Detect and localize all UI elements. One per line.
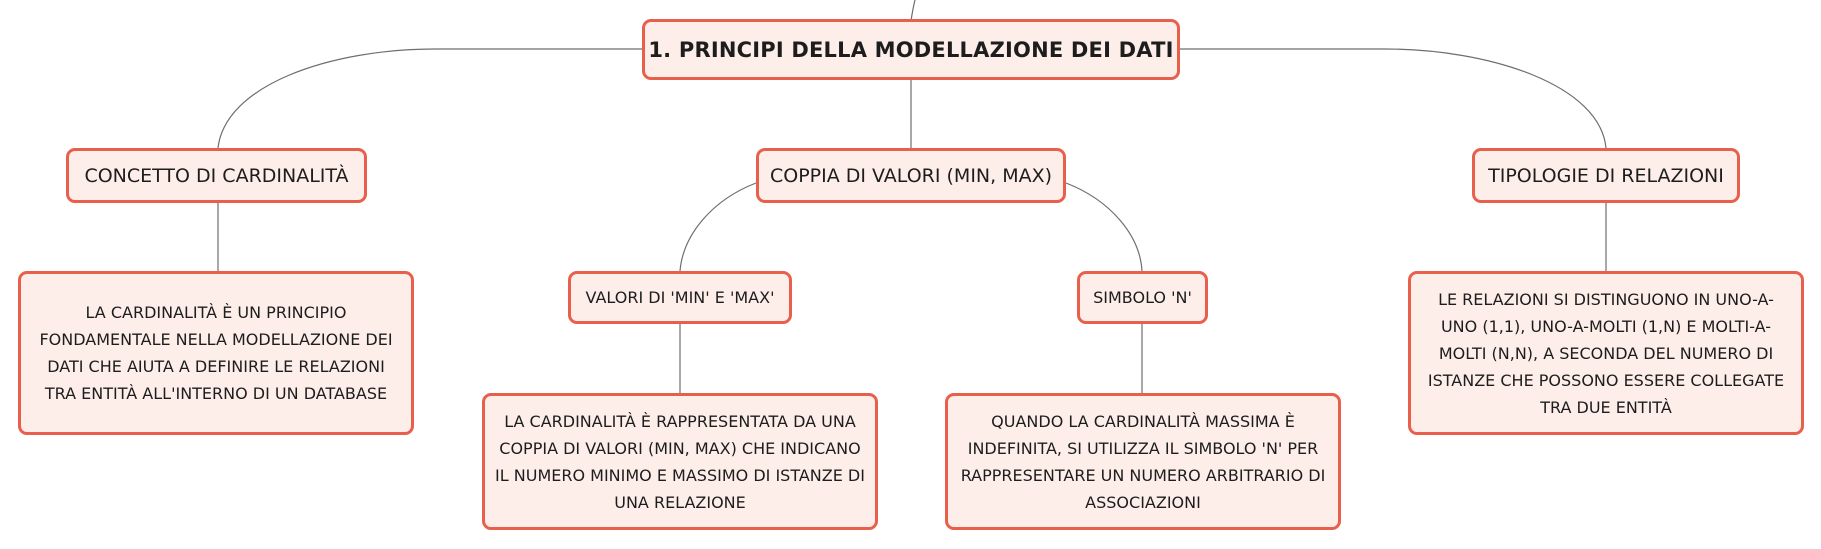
note-simbolo-n[interactable]: QUANDO LA CARDINALITÀ MASSIMA È INDEFINI… <box>945 393 1341 530</box>
topic-coppia-valori[interactable]: COPPIA DI VALORI (MIN, MAX) <box>756 148 1066 203</box>
connector-root-to-tipologie <box>1180 48 1607 149</box>
note-text: LA CARDINALITÀ È RAPPRESENTATA DA UNA CO… <box>495 411 865 512</box>
topic-concetto-cardinalita[interactable]: CONCETTO DI CARDINALITÀ <box>66 148 367 203</box>
note-tipologie[interactable]: LE RELAZIONI SI DISTINGUONO IN UNO-A-UNO… <box>1408 271 1804 435</box>
connector-root-to-cardinalita <box>217 48 642 149</box>
connector-coppia-to-valori <box>679 182 757 272</box>
connector-coppia-to-simbolo <box>1065 182 1143 272</box>
topic-label: TIPOLOGIE DI RELAZIONI <box>1488 164 1724 187</box>
note-cardinalita[interactable]: LA CARDINALITÀ È UN PRINCIPIO FONDAMENTA… <box>18 271 414 435</box>
root-topic-label: 1. PRINCIPI DELLA MODELLAZIONE DEI DATI <box>648 37 1174 62</box>
root-topic[interactable]: 1. PRINCIPI DELLA MODELLAZIONE DEI DATI <box>642 19 1180 80</box>
topic-label: SIMBOLO 'N' <box>1093 288 1192 307</box>
topic-label: CONCETTO DI CARDINALITÀ <box>84 164 349 187</box>
topic-simbolo-n[interactable]: SIMBOLO 'N' <box>1077 271 1208 324</box>
topic-label: COPPIA DI VALORI (MIN, MAX) <box>769 164 1053 187</box>
note-valori-min-max[interactable]: LA CARDINALITÀ È RAPPRESENTATA DA UNA CO… <box>482 393 878 530</box>
note-text: QUANDO LA CARDINALITÀ MASSIMA È INDEFINI… <box>960 411 1326 512</box>
note-text: LE RELAZIONI SI DISTINGUONO IN UNO-A-UNO… <box>1427 289 1785 417</box>
topic-valori-min-max[interactable]: VALORI DI 'MIN' E 'MAX' <box>568 271 792 324</box>
topic-tipologie-relazioni[interactable]: TIPOLOGIE DI RELAZIONI <box>1472 148 1740 203</box>
topic-label: VALORI DI 'MIN' E 'MAX' <box>585 288 775 307</box>
note-text: LA CARDINALITÀ È UN PRINCIPIO FONDAMENTA… <box>39 303 393 403</box>
connector-parent-stub <box>910 0 916 22</box>
